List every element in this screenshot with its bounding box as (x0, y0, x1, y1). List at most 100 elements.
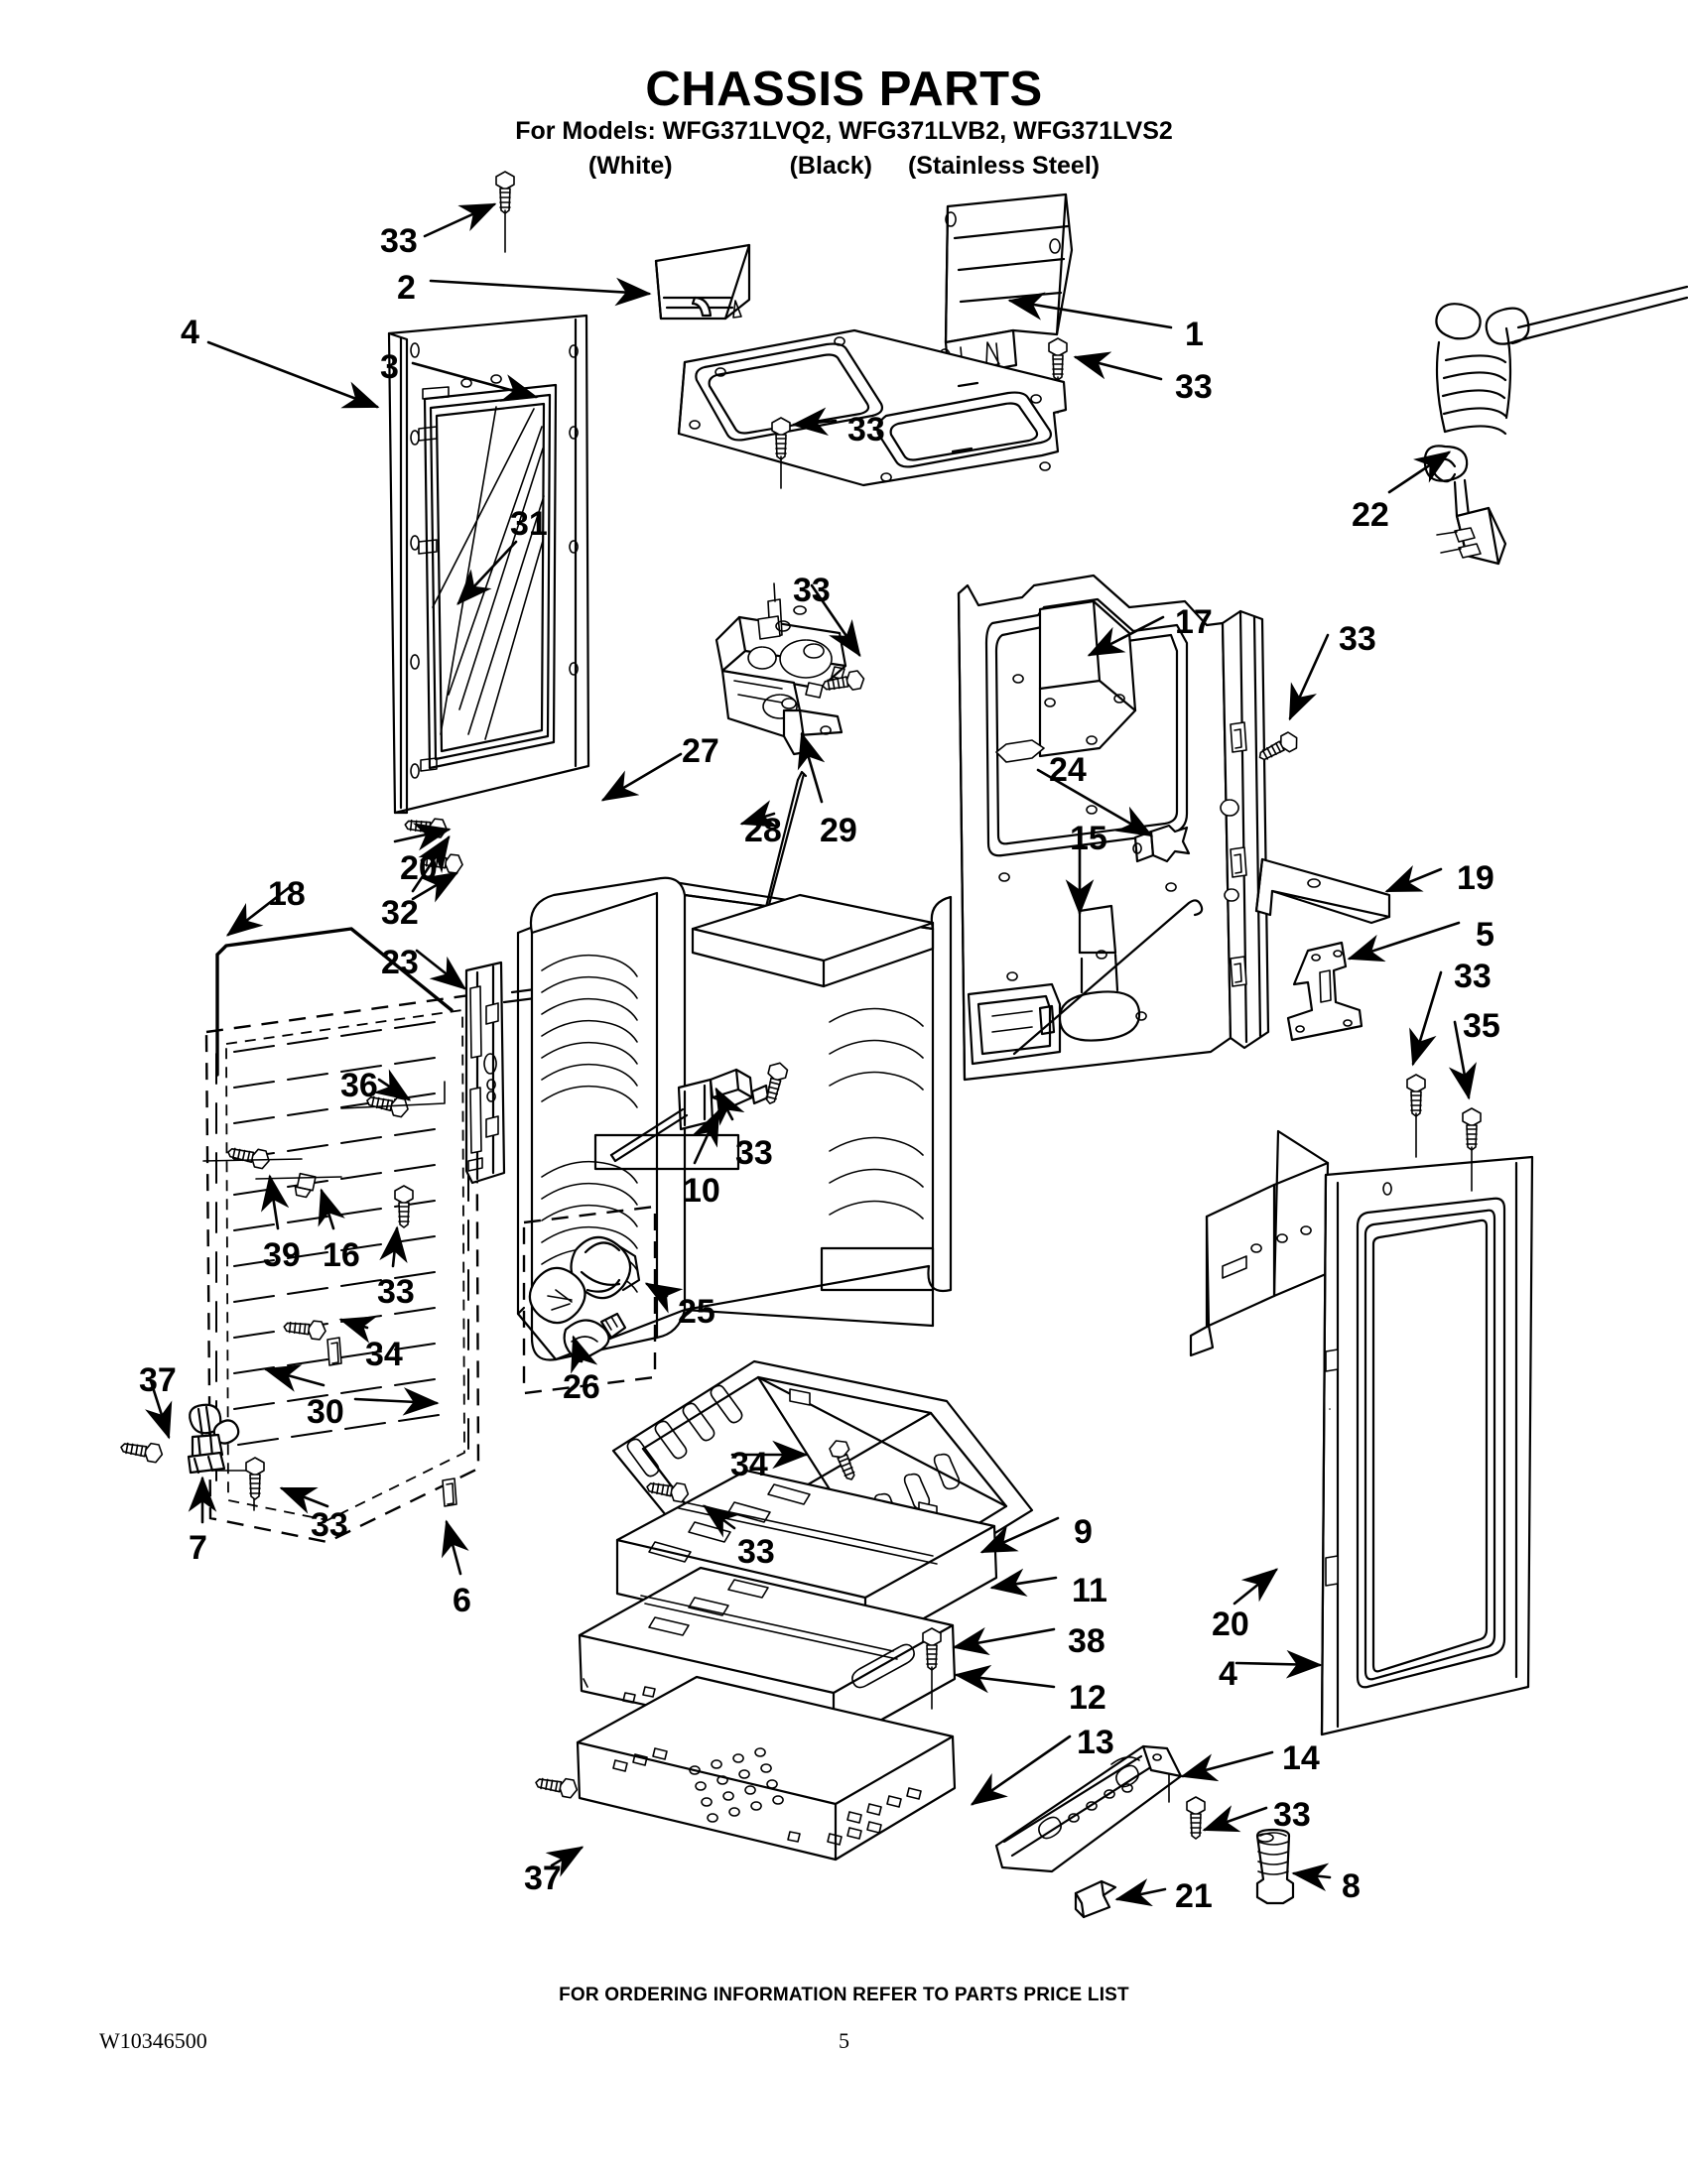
finish-white: (White) (587, 152, 673, 180)
part-19-side-rail (1254, 857, 1391, 925)
part-15-wire-harness (1012, 899, 1204, 1056)
part-33-screw-pan (644, 1477, 691, 1504)
callout-14-c14: 14 (1282, 1739, 1320, 1777)
callout-36-c36: 36 (340, 1067, 378, 1104)
part-34-screw-left (282, 1317, 327, 1342)
callout-7-c7: 7 (189, 1529, 207, 1567)
leader-3 (411, 361, 539, 402)
part-33-screw-rear (1254, 728, 1302, 767)
finish-black: (Black) (789, 152, 872, 180)
leader-22 (1387, 450, 1452, 494)
callout-8-c8: 8 (1342, 1867, 1361, 1905)
callout-33-c33j: 33 (737, 1533, 775, 1571)
callout-32-c32: 32 (381, 894, 419, 932)
part-24-grommet (1132, 824, 1191, 863)
part-33-screw-switch (760, 1060, 790, 1107)
callout-20-c20a: 20 (400, 849, 438, 887)
leader-33k (1202, 1805, 1268, 1833)
callout-31-c31: 31 (510, 505, 548, 543)
leader-33e (1288, 633, 1330, 721)
part-34-screw-grid (827, 1436, 861, 1484)
callout-20-c20b: 20 (1212, 1606, 1249, 1643)
part-26-lamp-bulb (563, 1312, 627, 1363)
callout-33-c33d: 33 (793, 572, 831, 609)
leader-31 (456, 540, 518, 605)
callout-28-c28: 28 (744, 812, 782, 849)
callout-12-c12: 12 (1069, 1679, 1106, 1717)
leader-33c (791, 407, 838, 437)
part-38-screw-drawer (922, 1627, 942, 1671)
leader-33a (423, 202, 497, 238)
part-37-screw-left (118, 1437, 165, 1465)
leader-5 (1347, 921, 1461, 963)
callout-22-c22: 22 (1352, 496, 1389, 534)
page-number: 5 (839, 2028, 849, 2053)
leader-30a (263, 1364, 325, 1392)
callout-33-c33a: 33 (380, 222, 418, 260)
leader-33b (1073, 351, 1163, 381)
callout-34-c34a: 34 (365, 1336, 403, 1373)
callout-35-c35: 35 (1463, 1007, 1500, 1045)
part-4-oven-door-left (387, 314, 590, 815)
callout-18-c18: 18 (268, 875, 306, 913)
callout-27-c27: 27 (682, 732, 719, 770)
callout-29-c29: 29 (820, 812, 857, 849)
callout-16-c16: 16 (323, 1236, 360, 1274)
callout-4-c4b: 4 (1219, 1655, 1237, 1693)
part-32-screw-a (403, 815, 449, 839)
callout-39-c39: 39 (263, 1236, 301, 1274)
leader-33j (702, 1504, 740, 1538)
callout-9-c9: 9 (1074, 1513, 1093, 1551)
callout-4-c4a: 4 (181, 314, 199, 351)
callout-19-c19: 19 (1457, 859, 1494, 897)
leader-14 (1180, 1750, 1274, 1782)
part-13-drawer-front (576, 1675, 957, 1862)
callout-33-c33e: 33 (1339, 620, 1376, 658)
leader-12 (954, 1664, 1056, 1694)
leader-21 (1114, 1878, 1167, 1907)
leader-16 (318, 1188, 345, 1230)
part-12-drawer-bottom (578, 1566, 957, 1748)
leader-26 (571, 1335, 598, 1374)
callout-37-c37a: 37 (139, 1361, 177, 1399)
leader-33f (1409, 970, 1443, 1067)
leader-33h (379, 1225, 408, 1268)
callout-33-c33i: 33 (311, 1506, 348, 1544)
part-25-lamp-assembly (528, 1235, 641, 1325)
callout-15-c15: 15 (1070, 820, 1107, 857)
part-33-screw-valve (820, 669, 866, 696)
callout-26-c26: 26 (563, 1368, 600, 1406)
leader-29 (797, 731, 826, 804)
leader-4b (1234, 1649, 1323, 1679)
callout-30-c30: 30 (307, 1393, 344, 1431)
part-4-oven-door-right (1189, 1129, 1534, 1736)
callout-2-c2: 2 (397, 269, 416, 307)
leader-11 (989, 1568, 1058, 1597)
part-3-cooktop-panel (677, 328, 1068, 487)
callout-21-c21: 21 (1175, 1877, 1213, 1915)
callout-38-c38: 38 (1068, 1622, 1105, 1660)
callout-37-c37b: 37 (524, 1860, 562, 1897)
callout-25-c25: 25 (678, 1293, 715, 1331)
leader-19 (1384, 865, 1443, 893)
leader-20a (393, 823, 452, 851)
part-5-anti-tip-bracket (1286, 941, 1363, 1042)
callout-33-c33f: 33 (1454, 958, 1492, 995)
callout-17-c17: 17 (1175, 603, 1213, 641)
part-14-drawer-glide (994, 1744, 1183, 1873)
part-33-screw-left-panel (394, 1185, 414, 1228)
callout-33-c33c: 33 (847, 411, 885, 449)
part-22-power-cord (1423, 285, 1688, 566)
leader-2 (429, 277, 652, 307)
part-37-nut-drawer (533, 1772, 580, 1800)
leader-33i (279, 1486, 329, 1514)
callout-23-c23: 23 (381, 944, 419, 981)
part-8-leveling-leg (1255, 1828, 1295, 1905)
part-25-26-lamp-group (522, 1205, 657, 1395)
part-9-broiler-grid (611, 1359, 1034, 1602)
leader-13 (970, 1734, 1072, 1806)
leader-10 (691, 1108, 720, 1165)
callout-13-c13: 13 (1077, 1724, 1114, 1761)
part-35-screw-right-door (1462, 1107, 1482, 1151)
document-part-number: W10346500 (99, 2028, 207, 2053)
